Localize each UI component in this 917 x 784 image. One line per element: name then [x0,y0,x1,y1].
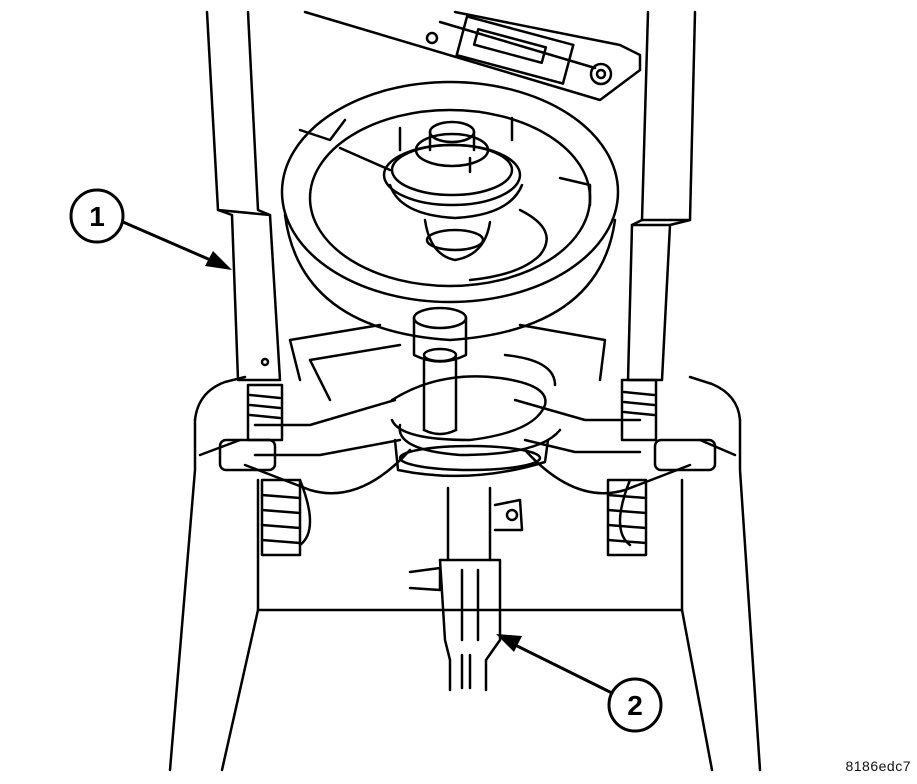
callout-2-leader [503,638,614,695]
piston-rod [412,306,468,436]
callout-1: 1 [69,188,232,270]
callout-1-circle [69,188,125,244]
callout-2-circle [607,677,663,733]
lower-cradle [243,448,692,547]
callout-2-arrowhead [496,634,522,652]
upper-jaws [288,323,607,402]
callout-1-number: 1 [89,201,105,232]
left-adjuster [246,383,302,557]
upper-spring-plate [280,80,620,342]
top-plate [303,10,642,102]
callout-1-leader [121,220,224,267]
strut-body [408,486,524,692]
coil-spring [390,353,562,478]
callout-1-arrowhead [205,251,232,270]
callout-2: 2 [496,634,663,733]
right-adjuster [606,378,658,557]
strut-top-mount [382,116,548,282]
base-stand [168,375,762,772]
figure-id-label: 8186edc7 [845,758,911,774]
cross-arms [218,398,717,472]
callout-2-number: 2 [627,690,643,721]
